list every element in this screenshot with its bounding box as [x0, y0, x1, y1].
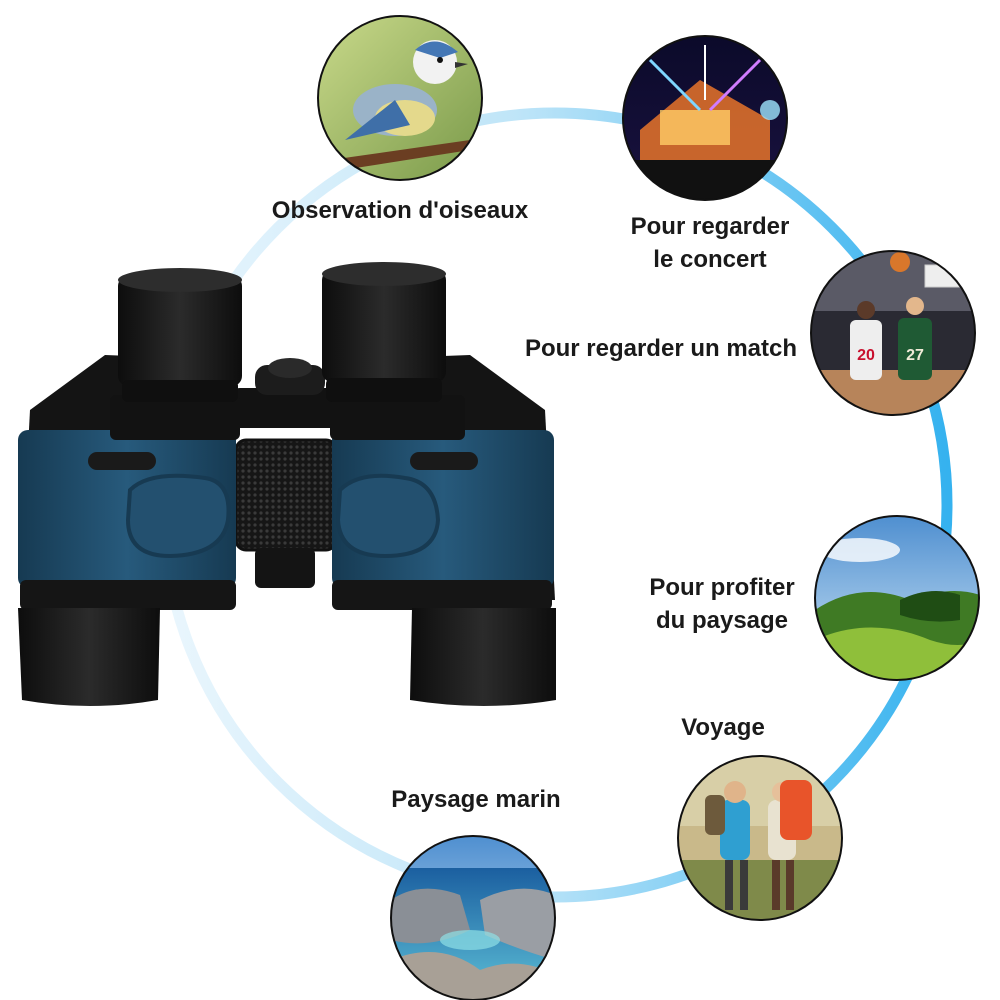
- concert-photo: [622, 35, 788, 201]
- label-line: Pour regarder un match: [524, 335, 797, 362]
- binoculars-image: [18, 262, 556, 706]
- landscape-photo: [814, 515, 980, 681]
- label-concert: Pour regarder le concert: [631, 210, 790, 276]
- label-bird-watching: Observation d'oiseaux: [272, 194, 528, 227]
- label-line: le concert: [653, 246, 767, 273]
- label-line: Pour regarder: [630, 213, 790, 240]
- travel-photo: [677, 755, 843, 921]
- label-line: Observation d'oiseaux: [271, 197, 529, 224]
- seascape-photo: [390, 835, 556, 1000]
- label-line: Voyage: [681, 714, 765, 741]
- bird-watching-photo: [317, 15, 483, 181]
- label-match: Pour regarder un match: [525, 332, 797, 365]
- label-line: Pour profiter: [649, 574, 795, 601]
- label-line: du paysage: [655, 607, 789, 634]
- svg-text:20: 20: [857, 347, 875, 364]
- basketball-match-photo: 20 27: [810, 250, 976, 416]
- label-line: Paysage marin: [391, 786, 561, 813]
- label-seascape: Paysage marin: [391, 783, 560, 816]
- svg-text:27: 27: [906, 347, 924, 364]
- label-travel: Voyage: [681, 711, 765, 744]
- label-landscape: Pour profiter du paysage: [649, 571, 794, 637]
